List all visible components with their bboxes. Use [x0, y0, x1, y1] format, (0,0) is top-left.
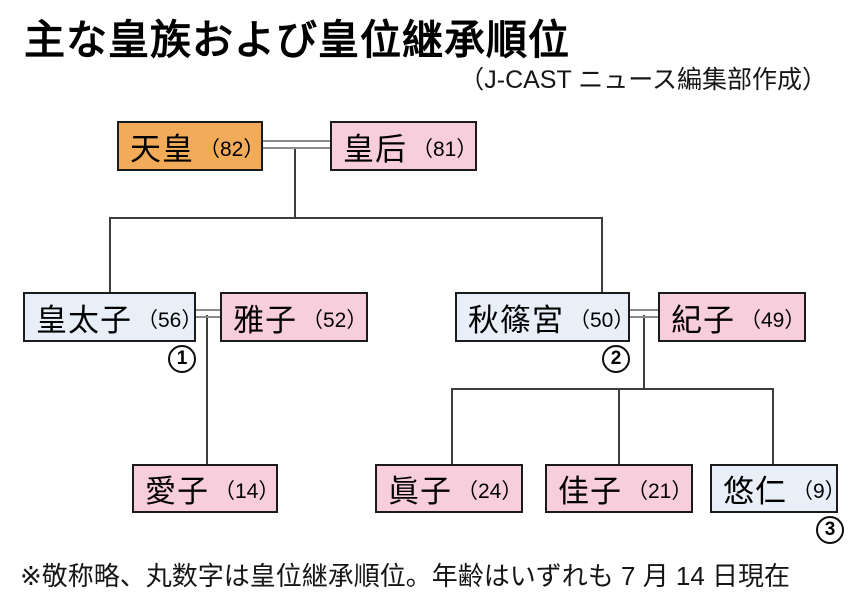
person-age: （50）: [569, 308, 635, 332]
person-age: （49）: [740, 308, 806, 332]
succession-badge-2: 2: [602, 345, 630, 373]
person-age: （56）: [137, 308, 203, 332]
person-name: 天皇: [130, 131, 194, 167]
connector-line: [109, 217, 111, 293]
connector-line: [601, 217, 603, 293]
connector-line: [451, 388, 774, 390]
page-title: 主な皇族および皇位継承順位: [24, 17, 570, 63]
connector-line: [772, 388, 774, 465]
person-name: 秋篠宮: [468, 302, 564, 338]
person-name: 悠仁: [723, 474, 787, 509]
succession-number: 3: [824, 519, 836, 540]
person-box-akishino: 秋篠宮 （50）: [455, 292, 634, 342]
person-name: 皇太子: [36, 302, 132, 338]
person-name: 紀子: [671, 302, 735, 338]
person-box-aiko: 愛子 （14）: [132, 464, 280, 513]
person-box-crown-prince: 皇太子 （56）: [23, 292, 202, 342]
person-age: （14）: [214, 480, 280, 503]
succession-number: 1: [176, 348, 188, 369]
succession-badge-1: 1: [168, 345, 196, 373]
person-box-kiko: 紀子 （49）: [658, 292, 806, 342]
person-age: （52）: [302, 308, 368, 332]
succession-number: 2: [610, 348, 622, 369]
person-box-masako: 雅子 （52）: [220, 292, 368, 342]
person-name: 佳子: [558, 474, 622, 509]
connector-line: [618, 388, 620, 465]
person-age: （81）: [412, 137, 478, 161]
connector-line: [643, 315, 645, 390]
person-box-mako: 眞子 （24）: [375, 464, 523, 513]
credit-line: （J-CAST ニュース編集部作成）: [459, 66, 827, 94]
person-name: 皇后: [343, 131, 407, 167]
footnote: ※敬称略、丸数字は皇位継承順位。年齢はいずれも 7 月 14 日現在: [20, 561, 791, 591]
person-age: （82）: [199, 137, 265, 161]
person-name: 雅子: [233, 302, 297, 338]
succession-badge-3: 3: [816, 516, 844, 544]
person-box-empress: 皇后 （81）: [330, 121, 477, 171]
person-name: 愛子: [145, 474, 209, 509]
person-box-emperor: 天皇 （82）: [117, 121, 265, 171]
person-age: （24）: [457, 480, 523, 503]
marriage-link-akishino-kiko: [629, 309, 659, 318]
person-age: （9）: [792, 480, 846, 503]
person-name: 眞子: [388, 474, 452, 509]
connector-line: [451, 388, 453, 465]
person-age: （21）: [627, 480, 693, 503]
marriage-link-emperor-empress: [262, 140, 331, 149]
person-box-kako: 佳子 （21）: [545, 464, 693, 513]
connector-line: [109, 217, 603, 219]
connector-line: [294, 148, 296, 218]
connector-line: [206, 315, 208, 465]
marriage-link-crownprince-masako: [195, 309, 221, 318]
person-box-hisahito: 悠仁 （9）: [710, 464, 846, 513]
